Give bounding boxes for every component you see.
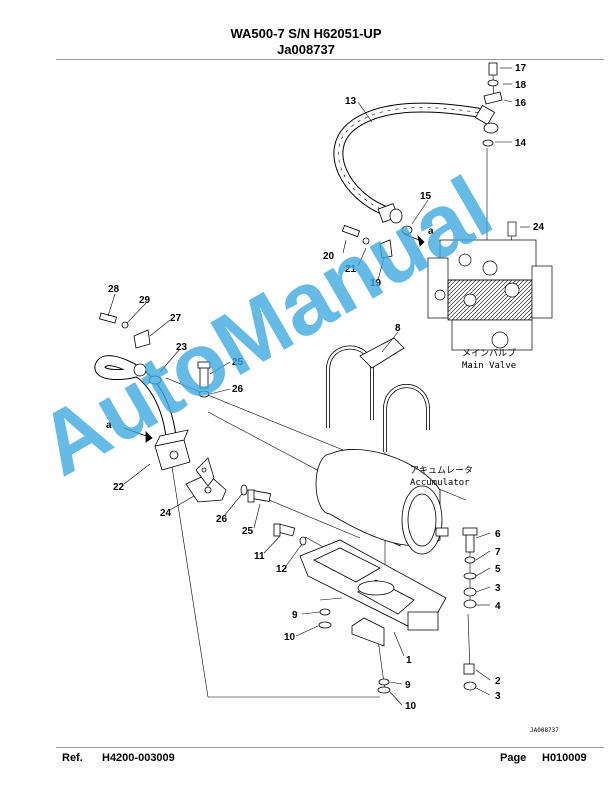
main-valve-jp-label: メインバルブ: [462, 347, 516, 359]
callout-27: 27: [170, 313, 182, 324]
accumulator-en-label: Accumulator: [410, 478, 470, 488]
callout-4: 4: [495, 601, 501, 612]
arrow-a-marks: [123, 233, 425, 443]
page-number: H010009: [542, 752, 587, 764]
callout-9-left: 9: [292, 610, 298, 621]
callout-25-upper: 25: [232, 357, 244, 368]
callout-8: 8: [395, 323, 401, 334]
callout-2: 2: [495, 676, 501, 687]
model-title: WA500-7 S/N H62051-UP: [230, 26, 382, 41]
callout-23: 23: [176, 342, 188, 353]
watermark: AutoManual: [22, 157, 508, 494]
callout-5: 5: [495, 564, 501, 575]
callout-16: 16: [515, 98, 527, 109]
callout-22: 22: [113, 482, 125, 493]
hose-fitting-lower: [341, 203, 413, 259]
callout-14: 14: [515, 138, 527, 149]
arrow-label-a-lower: a: [106, 420, 112, 431]
pipe-flange-22: [99, 312, 191, 471]
callout-17: 17: [515, 63, 527, 74]
callout-26-lower: 26: [216, 514, 228, 525]
callout-3-upper: 3: [495, 583, 501, 594]
arrow-label-a-upper: a: [428, 226, 434, 237]
bolts: [197, 361, 478, 694]
callout-24-upper: 24: [533, 222, 545, 233]
callout-11: 11: [254, 551, 265, 562]
main-valve: [427, 221, 553, 351]
callout-15: 15: [420, 191, 432, 202]
accumulator: [315, 449, 449, 555]
hose-13: [333, 102, 487, 217]
footer-divider: [56, 747, 604, 748]
callout-19: 19: [370, 278, 382, 289]
page-header: WA500-7 S/N H62051-UP Ja008737: [0, 26, 612, 58]
ref-number: H4200-003009: [102, 752, 175, 764]
callout-9-lower: 9: [405, 680, 411, 691]
callout-10-lower: 10: [405, 701, 417, 712]
hose-fitting-upper: [474, 62, 503, 147]
callout-1: 1: [406, 655, 412, 666]
accumulator-jp-label: アキュムレータ: [410, 465, 473, 476]
drawing-id: JA008737: [530, 727, 559, 734]
callout-leaders: [107, 67, 530, 706]
callout-3-lower: 3: [495, 691, 501, 702]
main-valve-en-label: Main Valve: [462, 361, 516, 371]
callout-12: 12: [276, 564, 288, 575]
pipe-22: [94, 355, 178, 446]
callout-18: 18: [515, 80, 527, 91]
clamp-strap: [359, 337, 405, 369]
callout-7: 7: [495, 547, 501, 558]
callout-20: 20: [323, 251, 335, 262]
callout-6: 6: [495, 529, 501, 540]
header-divider: [56, 59, 604, 60]
ref-label: Ref.: [62, 752, 83, 764]
page-label: Page: [500, 752, 527, 764]
support-bracket-1: [299, 539, 447, 647]
callout-numbers: 17 18 16 13 14 15 24 20 21 19 28 29 27 2…: [108, 63, 545, 712]
callout-24-lower: 24: [160, 508, 172, 519]
callout-10-left: 10: [284, 632, 296, 643]
callout-28: 28: [108, 284, 120, 295]
callout-26-upper: 26: [232, 384, 244, 395]
bracket-24: [185, 457, 227, 503]
callout-29: 29: [139, 295, 151, 306]
callout-25-lower: 25: [242, 526, 254, 537]
callout-21: 21: [345, 264, 357, 275]
callout-13: 13: [345, 96, 357, 107]
parts-diagram: メインバルブ Main Valve: [22, 62, 559, 734]
drawing-code: Ja008737: [277, 42, 335, 57]
